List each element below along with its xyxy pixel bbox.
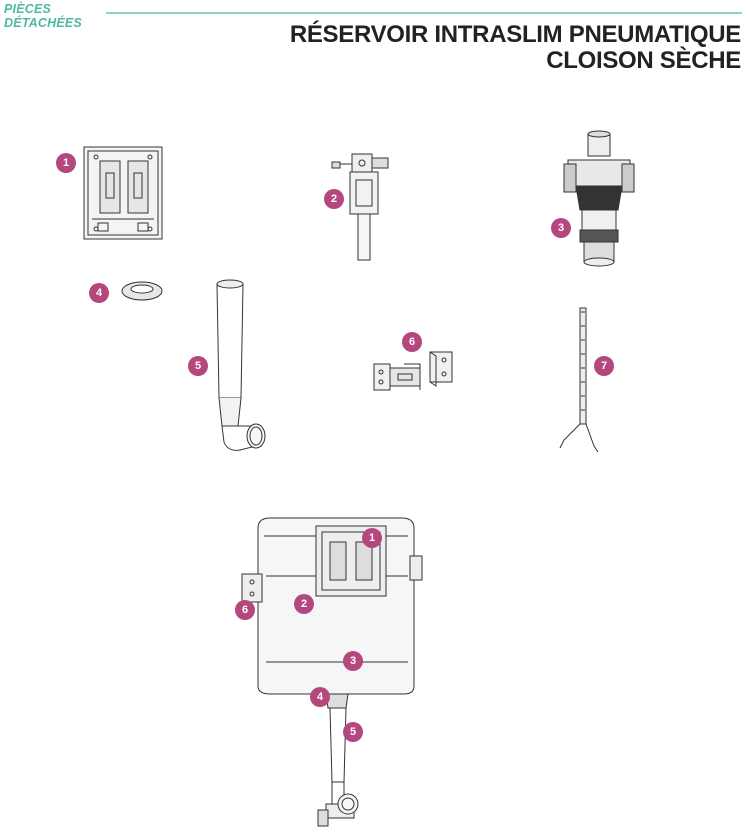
part-3-flush-valve-illustration bbox=[560, 130, 638, 270]
part-7-badge: 7 bbox=[594, 356, 614, 376]
title-line2: CLOISON SÈCHE bbox=[546, 47, 741, 74]
assembly-badge-2: 2 bbox=[294, 594, 314, 614]
section-label-line2: DÉTACHÉES bbox=[4, 16, 82, 30]
part-7-pneumatic-tube-illustration bbox=[556, 306, 606, 454]
part-6-badge: 6 bbox=[402, 332, 422, 352]
part-4-badge: 4 bbox=[89, 283, 109, 303]
part-4-seal-ring-illustration bbox=[120, 280, 164, 302]
assembly-badge-5: 5 bbox=[343, 722, 363, 742]
assembly-badge-4: 4 bbox=[310, 687, 330, 707]
part-2-badge: 2 bbox=[324, 189, 344, 209]
section-label: PIÈCES DÉTACHÉES bbox=[4, 2, 82, 30]
header-divider bbox=[106, 12, 742, 14]
part-2-fill-valve-illustration bbox=[330, 150, 400, 262]
assembly-badge-6: 6 bbox=[235, 600, 255, 620]
part-1-mounting-frame-illustration bbox=[78, 143, 168, 243]
part-1-badge: 1 bbox=[56, 153, 76, 173]
part-5-badge: 5 bbox=[188, 356, 208, 376]
title-line1: RÉSERVOIR INTRASLIM PNEUMATIQUE bbox=[289, 21, 741, 48]
part-3-badge: 3 bbox=[551, 218, 571, 238]
section-label-line1: PIÈCES bbox=[4, 2, 52, 16]
assembly-badge-1: 1 bbox=[362, 528, 382, 548]
assembled-cistern-illustration bbox=[236, 512, 426, 832]
part-6-brackets-illustration bbox=[372, 348, 456, 394]
part-5-flush-pipe-illustration bbox=[210, 278, 272, 456]
page-title: RÉSERVOIR INTRASLIM PNEUMATIQUE CLOISON … bbox=[290, 22, 741, 74]
assembly-badge-3: 3 bbox=[343, 651, 363, 671]
